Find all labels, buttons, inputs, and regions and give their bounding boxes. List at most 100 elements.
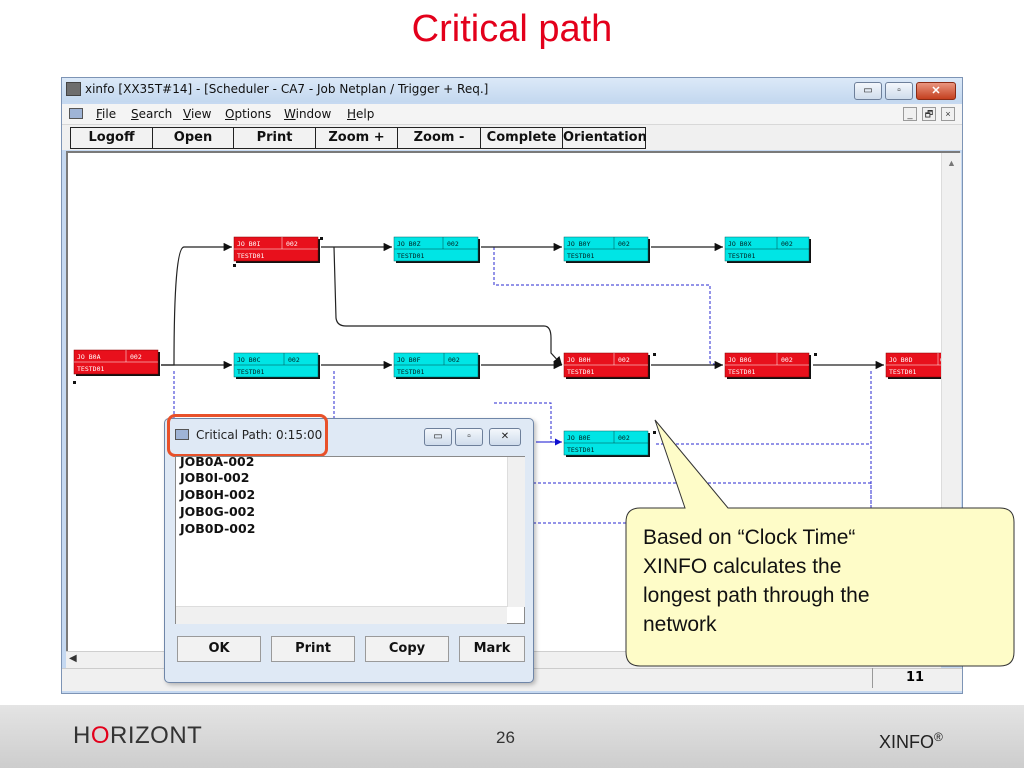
app-icon[interactable] xyxy=(66,82,81,96)
job-node[interactable]: JO B0Y 002 TESTD01 xyxy=(563,236,650,263)
zoom-in-button[interactable]: Zoom + xyxy=(315,127,398,149)
node-owner: TESTD01 xyxy=(567,446,594,454)
callout-line: Based on “Clock Time“ xyxy=(643,526,856,549)
node-owner: TESTD01 xyxy=(397,252,424,260)
job-node[interactable]: JO B0A 002 TESTD01 xyxy=(73,349,160,384)
node-code: 002 xyxy=(288,356,300,364)
mdi-restore-button[interactable]: 🗗 xyxy=(922,107,936,121)
close-icon: ✕ xyxy=(931,85,941,97)
node-code: 002 xyxy=(286,240,298,248)
brand-prefix: H xyxy=(73,722,91,749)
minimize-icon: ▭ xyxy=(433,431,443,442)
brand-suffix: RIZONT xyxy=(110,722,203,749)
job-node[interactable]: JO B0I 002 TESTD01 xyxy=(233,236,323,267)
minimize-button[interactable]: ▭ xyxy=(854,82,882,100)
menu-file[interactable]: File xyxy=(96,107,117,121)
product-label: XINFO xyxy=(879,732,935,752)
callout-line: longest path through the xyxy=(643,584,870,607)
ok-button[interactable]: OK xyxy=(177,636,261,662)
window-title: xinfo [XX35T#14] - [Scheduler - CA7 - Jo… xyxy=(85,82,489,96)
scroll-up-icon[interactable]: ▲ xyxy=(947,158,956,168)
list-item[interactable]: JOB0D-002 xyxy=(180,521,256,536)
job-node[interactable]: JO B0E 002 TESTD01 xyxy=(563,430,656,457)
window-titlebar[interactable] xyxy=(62,78,962,102)
node-id: JO B0I xyxy=(237,240,261,248)
node-code: 002 xyxy=(618,356,630,364)
job-node[interactable]: JO B0H 002 TESTD01 xyxy=(563,352,656,379)
minimize-icon: ▭ xyxy=(863,85,873,96)
node-owner: TESTD01 xyxy=(728,368,755,376)
node-owner: TESTD01 xyxy=(567,252,594,260)
maximize-button[interactable]: ▫ xyxy=(885,82,913,100)
job-node[interactable]: JO B0F 002 TESTD01 xyxy=(393,352,480,379)
menu-window[interactable]: Window xyxy=(284,107,332,121)
print-button[interactable]: Print xyxy=(233,127,316,149)
document-icon[interactable] xyxy=(69,108,83,119)
menu-help[interactable]: Help xyxy=(347,107,375,121)
job-node[interactable]: JO B0X 002 TESTD01 xyxy=(724,236,811,263)
menu-options[interactable]: Options xyxy=(225,107,272,121)
menu-view[interactable]: View xyxy=(183,107,212,121)
node-code: 002 xyxy=(130,353,142,361)
list-item[interactable]: JOB0I-002 xyxy=(180,470,250,485)
page-number: 26 xyxy=(496,728,515,747)
node-id: JO B0Z xyxy=(397,240,421,248)
node-code: 002 xyxy=(781,356,793,364)
copy-button[interactable]: Copy xyxy=(365,636,449,662)
job-node[interactable]: JO B0D 0 TESTD01 xyxy=(885,352,941,379)
orientation-button[interactable]: Orientation xyxy=(562,127,647,149)
critical-path-list[interactable]: JOB0A-002 JOB0I-002 JOB0H-002 JOB0G-002 … xyxy=(175,456,525,624)
brand-accent: O xyxy=(90,722,111,749)
slide-footer xyxy=(0,705,1024,768)
mark-button[interactable]: Mark xyxy=(459,636,525,662)
callout-text: Based on “Clock Time“ XINFO calculates t… xyxy=(643,523,963,639)
job-node[interactable]: JO B0G 002 TESTD01 xyxy=(724,352,817,379)
open-button[interactable]: Open xyxy=(152,127,234,149)
brand-logo: HORIZONT xyxy=(73,722,202,750)
node-owner: TESTD01 xyxy=(567,368,594,376)
job-network-graph: JO B0A 002 TESTD01 JO B0I 002 TESTD01 JO… xyxy=(73,236,941,553)
node-id: JO B0X xyxy=(728,240,752,248)
node-owner: TESTD01 xyxy=(237,368,264,376)
close-icon: ✕ xyxy=(500,431,510,442)
mdi-close-button[interactable]: × xyxy=(941,107,955,121)
callout-bubble xyxy=(625,419,1015,667)
node-id: JO B0Y xyxy=(567,240,591,248)
job-node[interactable]: JO B0C 002 TESTD01 xyxy=(233,352,320,379)
dialog-minimize-button[interactable]: ▭ xyxy=(424,428,452,446)
maximize-icon: ▫ xyxy=(897,85,901,96)
complete-button[interactable]: Complete xyxy=(480,127,563,149)
node-id: JO B0A xyxy=(77,353,101,361)
node-owner: TESTD01 xyxy=(889,368,916,376)
dialog-icon xyxy=(175,429,189,440)
close-button[interactable]: ✕ xyxy=(916,82,956,100)
logoff-button[interactable]: Logoff xyxy=(70,127,153,149)
zoom-out-button[interactable]: Zoom - xyxy=(397,127,481,149)
node-id: JO B0G xyxy=(728,356,752,364)
menu-search[interactable]: Search xyxy=(131,107,173,121)
list-horizontal-scrollbar[interactable] xyxy=(176,606,507,624)
dialog-close-button[interactable]: ✕ xyxy=(489,428,521,446)
dialog-print-button[interactable]: Print xyxy=(271,636,355,662)
node-id: JO B0H xyxy=(567,356,591,364)
mdi-minimize-button[interactable]: _ xyxy=(903,107,917,121)
dialog-maximize-button[interactable]: ▫ xyxy=(455,428,483,446)
list-vertical-scrollbar[interactable] xyxy=(507,457,525,607)
node-owner: TESTD01 xyxy=(77,365,104,373)
node-id: JO B0E xyxy=(567,434,591,442)
list-item[interactable]: JOB0H-002 xyxy=(180,487,256,502)
status-count: 11 xyxy=(872,668,957,688)
node-code: 002 xyxy=(618,434,630,442)
node-id: JO B0C xyxy=(237,356,261,364)
slide-title: Critical path xyxy=(411,8,613,50)
list-item[interactable]: JOB0G-002 xyxy=(180,504,256,519)
title-highlight-frame xyxy=(167,414,328,457)
node-owner: TESTD01 xyxy=(728,252,755,260)
precedence-edges xyxy=(161,242,884,370)
callout-line: XINFO calculates the xyxy=(643,555,842,578)
menubar xyxy=(62,104,962,125)
callout-line: network xyxy=(643,613,717,636)
job-node[interactable]: JO B0Z 002 TESTD01 xyxy=(393,236,480,263)
scroll-left-icon[interactable]: ◀ xyxy=(69,653,77,664)
list-item[interactable]: JOB0A-002 xyxy=(180,456,255,469)
